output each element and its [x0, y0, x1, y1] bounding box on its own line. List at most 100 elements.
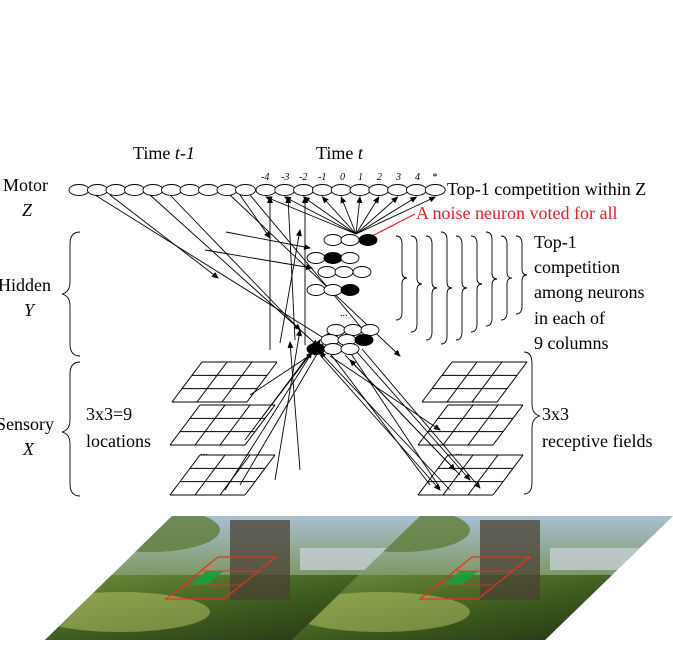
grid-line: [219, 454, 251, 496]
grid-line: [417, 404, 449, 446]
grid-line: [467, 454, 499, 496]
noise-neuron-pointer: [371, 213, 416, 237]
motor-neuron: [68, 184, 90, 196]
grid-line: [492, 404, 524, 446]
grid-line: [246, 361, 278, 403]
highlight-cell: [189, 571, 224, 585]
motor-index: 0: [340, 172, 345, 183]
top1-hidden-line-5: 9 columns: [534, 333, 609, 353]
highlight-cell: [443, 571, 478, 585]
grid-line: [194, 454, 226, 496]
sensory-grid: [169, 404, 276, 446]
hidden-neuron-active: [306, 343, 326, 355]
motor-neuron: [235, 184, 256, 196]
motor-index: 3: [395, 172, 401, 183]
grid-line: [446, 361, 478, 403]
motor-neurons-curr: [255, 184, 446, 196]
hidden-neuron-active: [354, 334, 374, 346]
motor-neuron: [142, 184, 164, 196]
hidden-neuron: [323, 284, 343, 296]
connection-arrow: [355, 196, 437, 235]
connection-arrow: [355, 196, 363, 235]
hidden-column-brace: [485, 231, 498, 327]
motor-neuron: [87, 184, 108, 196]
motor-index: *: [432, 172, 437, 183]
hidden-neurons: [306, 234, 380, 355]
motor-neuron: [349, 184, 371, 196]
hidden-neuron: [352, 266, 372, 278]
locations-line-2: locations: [86, 431, 151, 451]
connection-arrow: [302, 196, 357, 235]
top1-hidden-line-1: Top-1: [534, 232, 577, 252]
connection-arrow: [109, 194, 219, 279]
connection-arrow: [321, 196, 357, 235]
hidden-neuron: [323, 343, 343, 355]
grid-line: [169, 404, 201, 446]
receptive-line-2: receptive fields: [542, 431, 652, 451]
highlight-box: [418, 556, 532, 600]
grid-line: [492, 454, 524, 496]
connection-arrow: [149, 194, 319, 347]
connection-arrow: [287, 341, 301, 471]
top1-hidden-line-2: competition: [534, 257, 620, 277]
motor-neuron: [311, 184, 333, 196]
top1-hidden-line-4: in each of: [534, 308, 605, 328]
grid-line: [442, 404, 474, 446]
connection-arrow: [355, 196, 380, 235]
connection-arrow: [344, 354, 456, 471]
connection-arrow: [224, 339, 321, 491]
connection-arrows: [94, 194, 481, 491]
motor-neuron: [330, 184, 352, 196]
motor-neuron: [424, 184, 446, 196]
grid-line: [196, 361, 228, 403]
motor-neuron: [216, 184, 238, 196]
grid-line: [467, 404, 499, 446]
right-grid-dots: ...: [455, 447, 463, 458]
hidden-neuron-active: [340, 284, 360, 296]
sensory-grid: [171, 361, 278, 403]
motor-neuron: [368, 184, 390, 196]
motor-index: 1: [358, 172, 363, 183]
motor-index-labels: -4 -3 -2 -1 0 1 2 3 4 *: [261, 172, 437, 183]
grid-line: [244, 404, 276, 446]
connection-arrow: [354, 349, 471, 481]
hidden-column-brace: [455, 235, 468, 341]
connection-arrow: [355, 196, 399, 235]
hidden-neuron: [306, 252, 326, 264]
hidden-brace: [61, 231, 81, 357]
hidden-neuron-active: [358, 234, 378, 246]
time-prev-label: Time t-1: [133, 143, 195, 163]
grid-line: [471, 361, 503, 403]
motor-index: 2: [377, 172, 382, 183]
grid-line: [421, 361, 453, 403]
left-grid-dots: ...: [200, 447, 208, 458]
grid-line: [417, 454, 449, 496]
hidden-column-brace: [470, 235, 483, 333]
connection-arrow: [274, 329, 302, 481]
motor-index: 4: [415, 172, 420, 183]
motor-neuron: [198, 184, 219, 196]
sensory-grids: [169, 361, 528, 496]
grid-line: [496, 361, 528, 403]
connection-arrow: [285, 196, 296, 341]
hidden-column-brace: [440, 231, 453, 345]
hidden-neuron: [317, 266, 337, 278]
hidden-var: Y: [24, 300, 36, 320]
connection-arrow: [341, 339, 441, 489]
receptive-brace: [523, 351, 541, 495]
connection-arrow: [249, 194, 371, 339]
top1-within-z-label: Top-1 competition within Z: [447, 179, 646, 199]
highlight-box: [164, 556, 278, 600]
sensory-grid: [417, 404, 524, 446]
grid-line: [442, 454, 474, 496]
noise-neuron-label: A noise neuron voted for all: [416, 203, 617, 223]
hidden-column-brace: [425, 235, 438, 341]
hidden-neuron: [340, 343, 360, 355]
connection-arrow: [340, 196, 357, 235]
connection-arrow: [361, 348, 481, 489]
motor-neuron: [105, 184, 127, 196]
connection-arrow: [283, 196, 357, 235]
grid-line: [221, 361, 253, 403]
hidden-neuron: [334, 266, 354, 278]
motor-neuron: [274, 184, 296, 196]
